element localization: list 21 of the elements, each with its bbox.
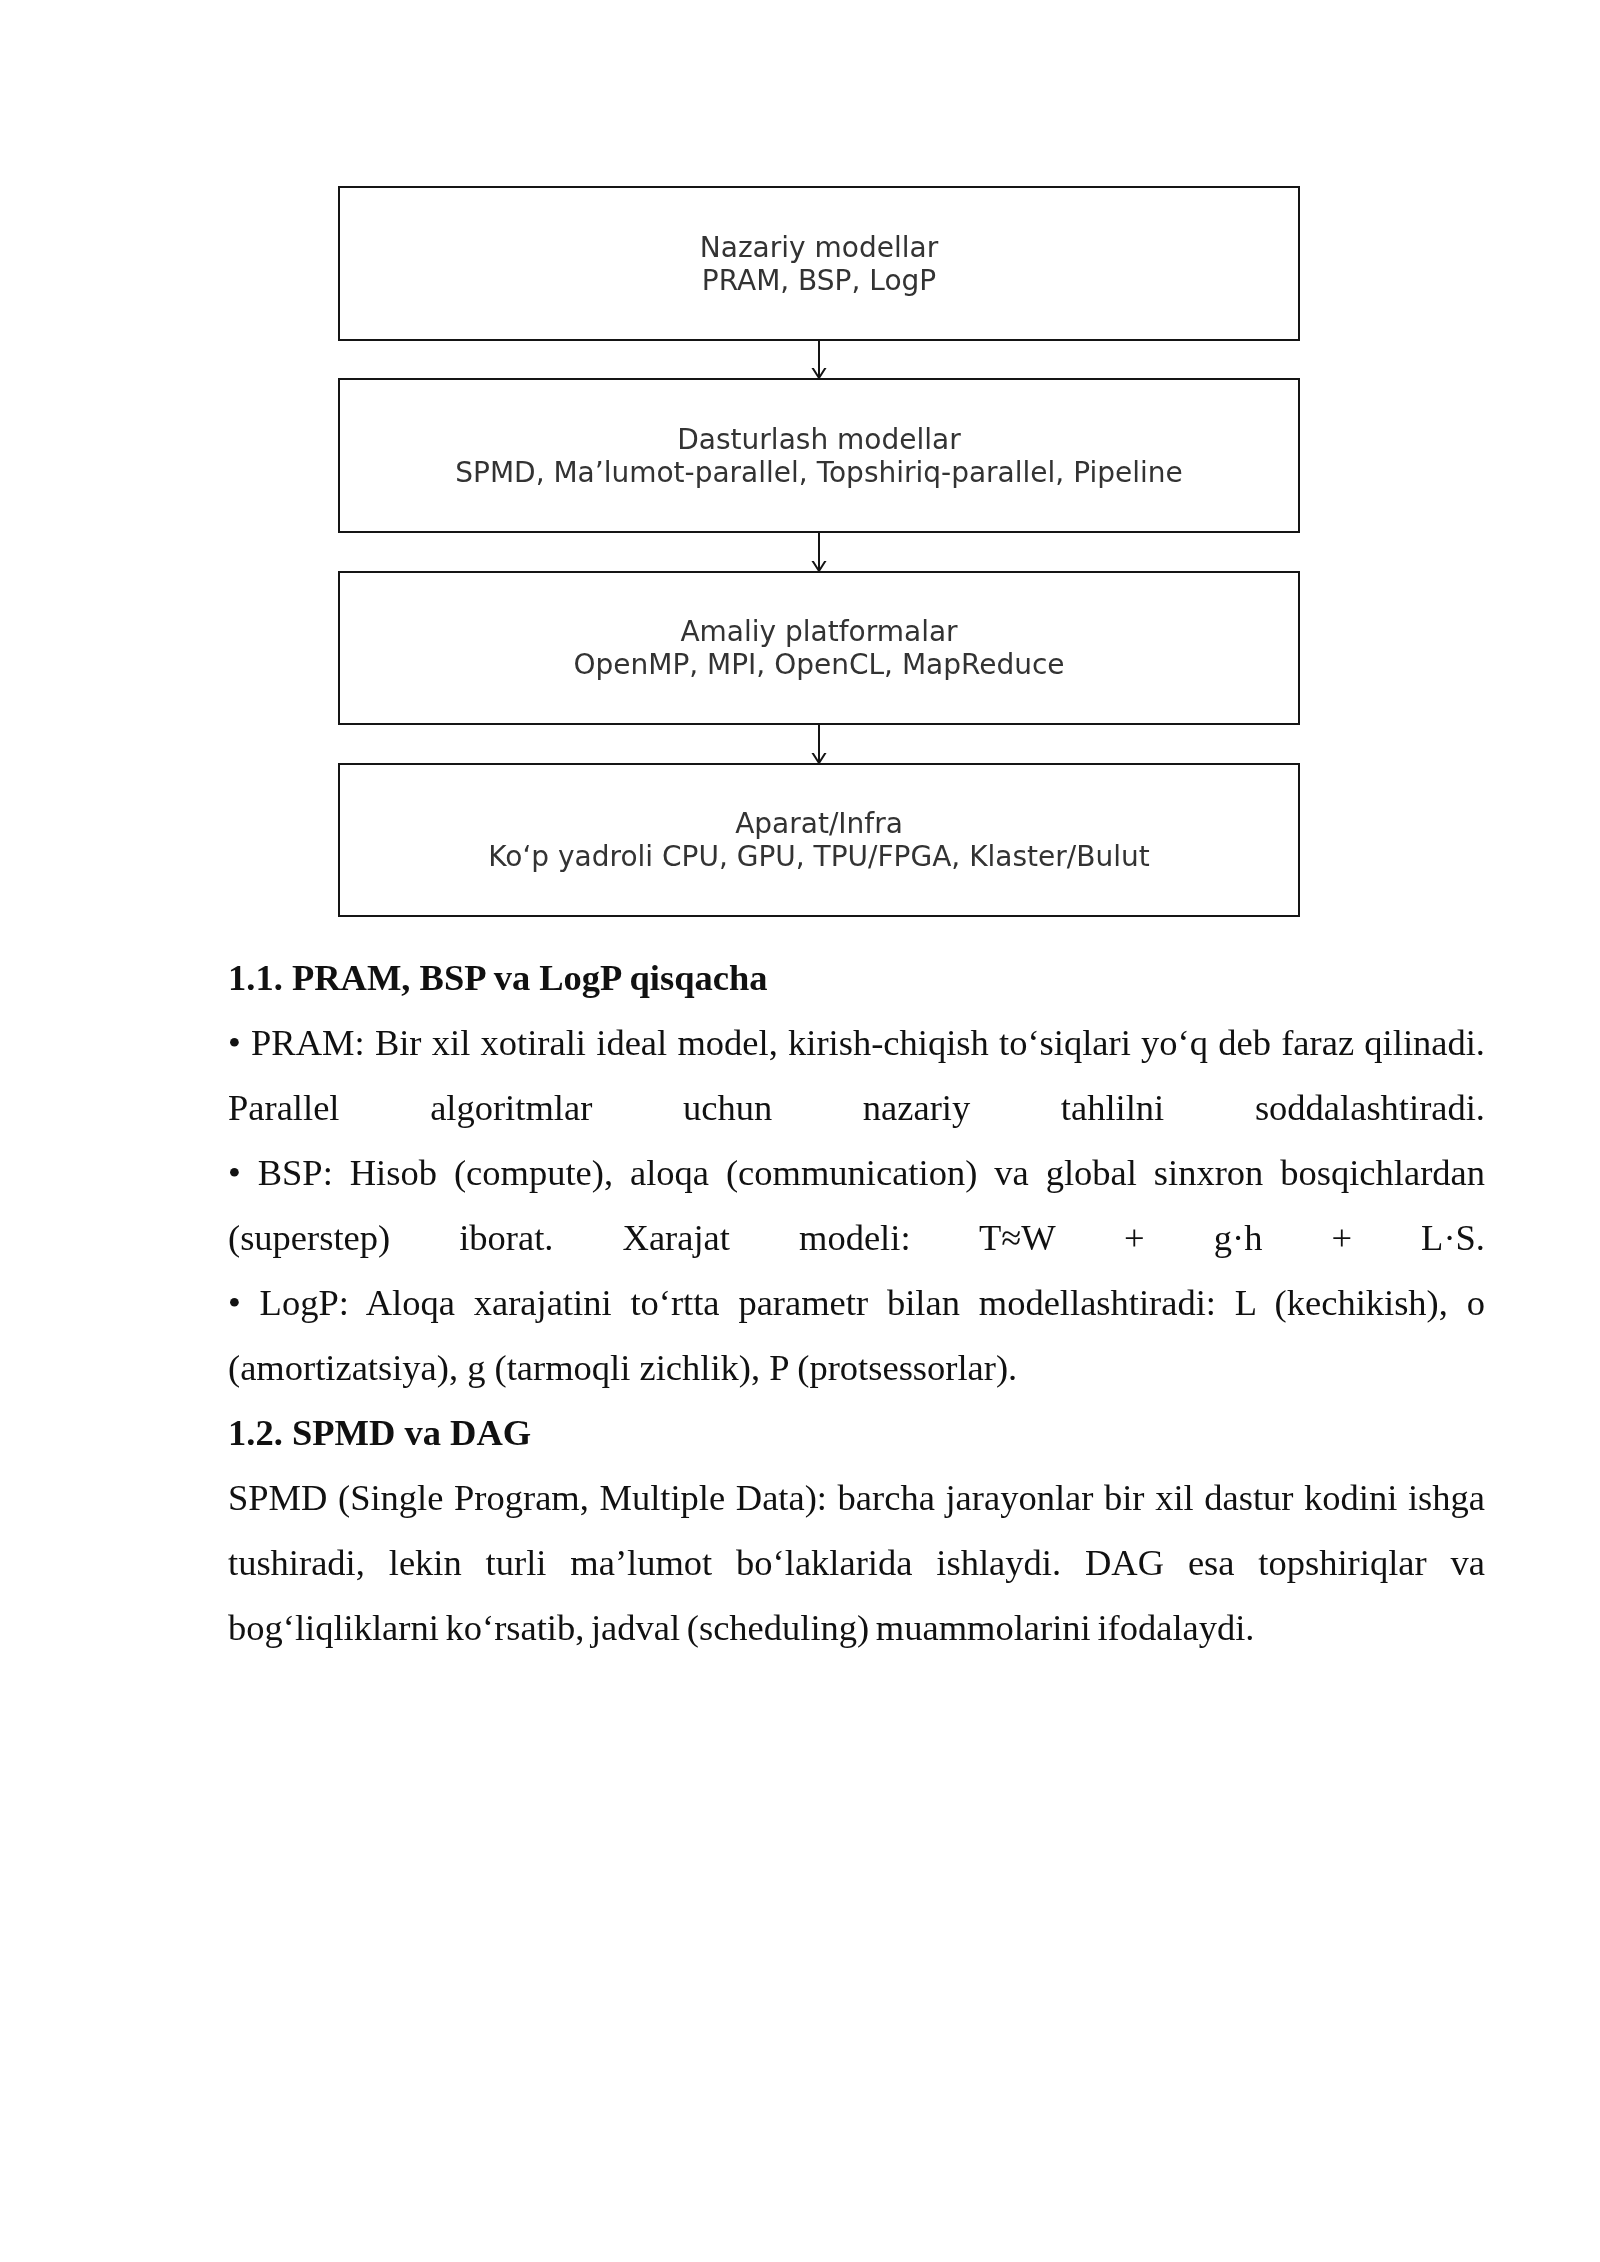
layer-title: Amaliy platformalar bbox=[680, 615, 958, 648]
layer-box bbox=[338, 763, 1300, 917]
arrow bbox=[811, 724, 827, 764]
section-heading: 1.1. PRAM, BSP va LogP qisqacha bbox=[228, 956, 769, 1000]
layer-title: Dasturlash modellar bbox=[677, 422, 961, 456]
section-heading: 1.2. SPMD va DAG bbox=[228, 1411, 533, 1455]
layer-items: PRAM, BSP, LogP bbox=[701, 263, 937, 297]
arrow bbox=[811, 340, 827, 379]
layer-items: SPMD, Ma’lumot-parallel, Topshiriq-parallel, Pipeline bbox=[455, 455, 1183, 489]
layer-title: Nazariy modellar bbox=[699, 230, 939, 264]
layer-items: Ko‘p yadroli CPU, GPU, TPU/FPGA, Klaster/Bulut bbox=[488, 840, 1150, 873]
layer-title: Aparat/Infra bbox=[735, 807, 903, 840]
bullet-paragraph: • LogP: Aloqa xarajatini to‘rtta parametr bilan modellashtiradi: L (kechikish), o (amortizatsiya), g (tarmoqli zichlik), P (protsessorlar). bbox=[228, 1281, 1485, 1390]
layer-items: OpenMP, MPI, OpenCL, MapReduce bbox=[573, 648, 1065, 681]
arrow bbox=[811, 532, 827, 572]
bullet-paragraph: • PRAM: Bir xil xotirali ideal model, kirish-chiqish to‘siqlari yo‘q deb faraz qilinadi. Parallel algoritmlar uchun nazariy tahlilni soddalashtiradi. bbox=[228, 1021, 1485, 1130]
bullet-paragraph: • BSP: Hisob (compute), aloqa (communication) va global sinxron bosqichlardan (superstep) iborat. Xarajat modeli: T≈W + g·h + L·S. bbox=[228, 1151, 1485, 1260]
layer-box bbox=[338, 378, 1300, 533]
paragraph: SPMD (Single Program, Multiple Data): barcha jarayonlar bir xil dastur kodini ishga tushiradi, lekin turli ma’lumot bo‘laklarida ishlaydi. DAG esa topshiriqlar va bog‘liqliklarni ko‘rsatib, jadval (scheduling) muammolarini ifodalaydi. bbox=[228, 1476, 1485, 1650]
layer-box bbox=[338, 571, 1300, 725]
layer-box bbox=[338, 186, 1300, 341]
